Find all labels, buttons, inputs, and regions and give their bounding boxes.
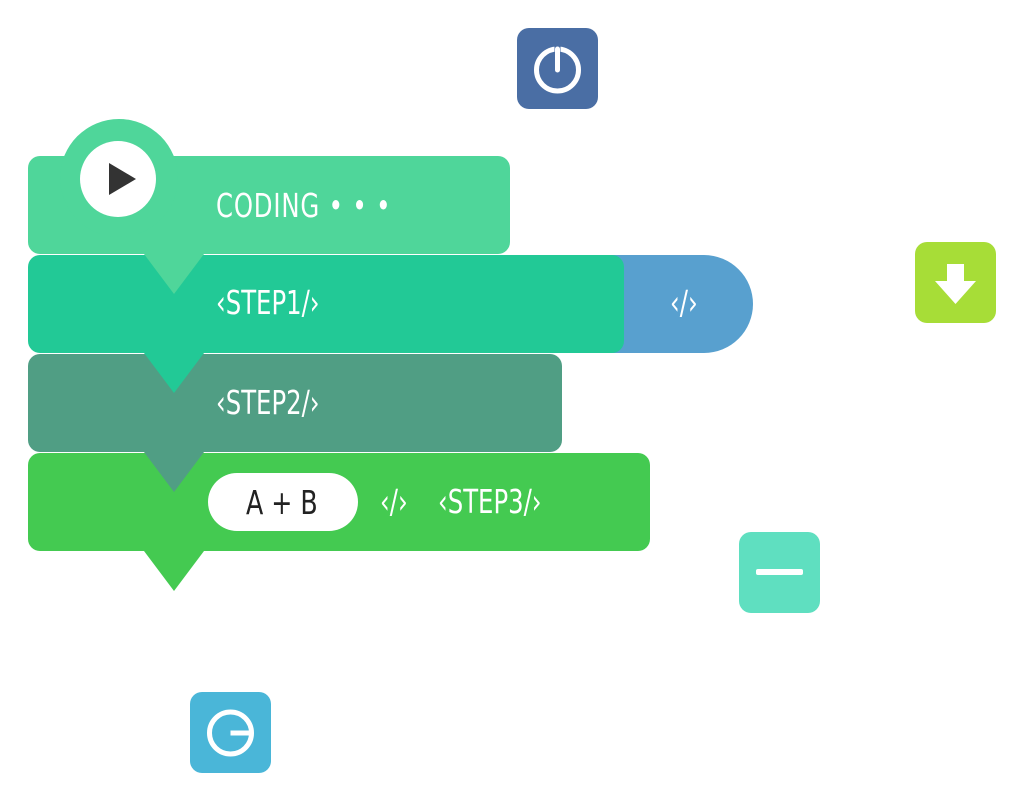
step2-block[interactable]: ‹STEP2/› — [28, 354, 562, 492]
step3-label: ‹STEP3/› — [438, 482, 542, 521]
step3-block[interactable]: A + B ‹/› ‹STEP3/› — [28, 453, 650, 591]
power-button[interactable] — [517, 28, 598, 109]
download-button[interactable] — [915, 242, 996, 323]
timer-button[interactable] — [190, 692, 271, 773]
play-icon — [109, 163, 136, 195]
minus-button[interactable] — [739, 532, 820, 613]
timer-icon — [207, 709, 254, 757]
sum-pill[interactable]: A + B — [208, 473, 358, 531]
step1-block[interactable]: ‹STEP1/› — [28, 255, 624, 393]
power-icon — [534, 46, 581, 94]
step2-label: ‹STEP2/› — [216, 383, 320, 422]
minus-icon — [756, 569, 803, 575]
coding-block[interactable]: CODING • • • — [28, 119, 510, 294]
step1-tail-label: ‹/› — [670, 283, 698, 322]
download-icon — [935, 264, 976, 304]
coding-label: CODING • • • — [216, 186, 392, 225]
code-tag-label: ‹/› — [380, 482, 408, 521]
sum-pill-label: A + B — [246, 483, 318, 522]
play-button[interactable] — [80, 141, 156, 217]
step1-label: ‹STEP1/› — [216, 283, 320, 322]
